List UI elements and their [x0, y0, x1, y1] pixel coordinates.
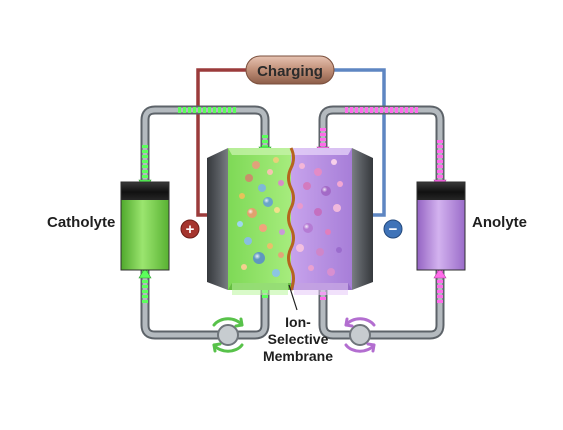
anolyte-tank [416, 181, 466, 271]
catholyte-tank [120, 181, 170, 271]
membrane-label-leader [288, 284, 298, 311]
flow-cell [207, 147, 373, 295]
anolyte-label: Anolyte [472, 214, 527, 231]
catholyte-half-cell [228, 148, 291, 290]
particle-highlights [247, 186, 331, 264]
negative-wire [330, 68, 386, 217]
catholyte-label: Catholyte [47, 214, 115, 231]
minus-circle-icon: − [383, 219, 403, 239]
charging-button-label: Charging [257, 63, 323, 80]
plus-circle-icon: + [180, 219, 200, 239]
negative-electrode [352, 148, 373, 290]
membrane-label-line-3: Membrane [263, 348, 333, 364]
circular-arrows-icon [212, 317, 244, 353]
anolyte-half-cell [291, 148, 352, 290]
circular-arrows-icon [344, 317, 376, 353]
svg-text:−: − [389, 221, 398, 238]
membrane-label-line-2: Selective [268, 331, 329, 347]
positive-wire [196, 68, 248, 217]
charging-button[interactable]: Charging [245, 55, 335, 85]
left-pump [212, 317, 244, 353]
right-pump [344, 317, 376, 353]
svg-text:+: + [186, 221, 195, 238]
ion-selective-membrane [287, 147, 295, 291]
membrane-label-line-1: Ion- [285, 314, 311, 330]
positive-electrode [207, 148, 228, 290]
